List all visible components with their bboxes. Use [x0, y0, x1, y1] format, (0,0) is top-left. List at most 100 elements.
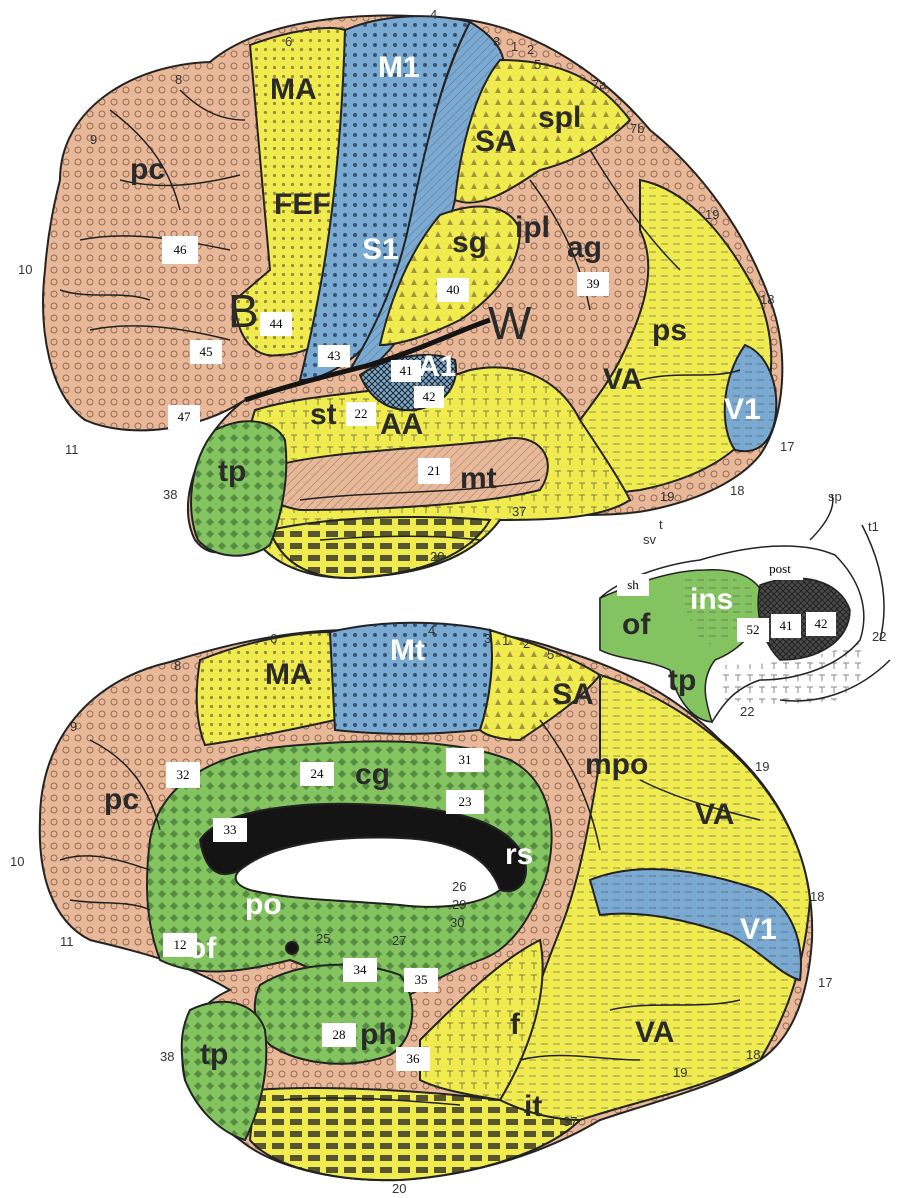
lateral-area-box: 22	[346, 402, 376, 426]
medial-region-label: MA	[265, 660, 312, 690]
lateral-region-label: W	[488, 300, 531, 346]
lateral-region-label: VA	[603, 365, 642, 395]
lateral-area-number: 11	[65, 443, 79, 456]
medial-area-number: 18	[810, 890, 824, 903]
medial-area-box: 35	[404, 968, 438, 992]
medial-area-number: 29	[452, 898, 466, 911]
lateral-area-number: 18	[760, 293, 774, 306]
lateral-area-number: 10	[18, 263, 32, 276]
lateral-area-box: 41	[391, 360, 421, 382]
lateral-area-box: 44	[260, 312, 292, 336]
medial-region-label: rs	[505, 840, 533, 870]
medial-region-label: it	[524, 1092, 542, 1122]
medial-region-label: VA	[635, 1018, 674, 1048]
lateral-region-label: A1	[418, 352, 456, 382]
lateral-area-number: 3	[493, 35, 500, 48]
lateral-region-label: st	[310, 400, 337, 430]
lateral-region-label: mt	[460, 464, 497, 494]
medial-region-label: tp	[200, 1040, 228, 1070]
lateral-region-label: S1	[362, 235, 399, 265]
lateral-area-number: 20	[430, 550, 444, 563]
lateral-region-label: MA	[270, 75, 317, 105]
medial-area-number: 17	[818, 976, 832, 989]
lateral-area-number: 2	[527, 43, 534, 56]
lateral-region-label: sg	[452, 228, 487, 258]
medial-area-box: 24	[300, 762, 334, 786]
insula-region-label: ins	[690, 585, 733, 615]
medial-area-number: 8	[174, 659, 181, 672]
medial-area-number: 7	[597, 673, 604, 686]
lateral-area-number: 38	[163, 488, 177, 501]
medial-area-number: 1	[502, 634, 509, 647]
medial-region-label: cg	[355, 760, 390, 790]
lateral-region-label: SA	[475, 127, 517, 157]
insula-sulcus-label: 22	[740, 705, 754, 718]
medial-region-label: po	[245, 890, 282, 920]
medial-area-number: 25	[316, 932, 330, 945]
lateral-area-box: 43	[318, 345, 350, 367]
medial-region-label: mpo	[585, 750, 648, 780]
lateral-area-number: 19	[660, 490, 674, 503]
lateral-area-number: 7b	[630, 122, 644, 135]
lateral-area-number: 19	[705, 208, 719, 221]
lateral-area-box: 39	[577, 272, 609, 296]
lateral-area-box: 21	[418, 458, 450, 484]
insula-area-box: post	[757, 558, 803, 580]
medial-area-number: 37	[563, 1115, 577, 1128]
medial-area-number: 2	[523, 637, 530, 650]
insula-region-label: tp	[668, 666, 696, 696]
medial-area-box: 36	[396, 1047, 430, 1071]
insula-sulcus-label: t	[659, 518, 663, 531]
medial-area-number: 11	[60, 935, 74, 948]
lateral-area-number: 9	[90, 133, 97, 146]
lateral-region-label: ag	[567, 233, 602, 263]
lateral-region-label: ipl	[515, 213, 550, 243]
insula-area-box: 42	[806, 612, 836, 636]
medial-area-number: 9	[70, 720, 77, 733]
insula-region-label: of	[622, 610, 650, 640]
medial-region-label: ph	[360, 1020, 397, 1050]
medial-area-box: 31	[446, 748, 484, 772]
lateral-area-box: 47	[168, 405, 200, 429]
lateral-area-number: 37	[512, 505, 526, 518]
medial-region-label: SA	[552, 680, 594, 710]
medial-area-number: 30	[450, 916, 464, 929]
medial-region-label: f	[510, 1010, 520, 1040]
medial-area-box: 12	[163, 933, 197, 957]
medial-area-box: 23	[446, 790, 484, 814]
lateral-region-label: spl	[538, 103, 581, 133]
lateral-area-number: 5	[534, 58, 541, 71]
medial-area-box: 33	[213, 818, 247, 842]
medial-area-number: 27	[392, 934, 406, 947]
insula-area-box: sh	[617, 574, 649, 596]
medial-area-number: 4	[428, 624, 435, 637]
insula-area-box: 41	[771, 614, 801, 638]
lateral-region-label: pc	[130, 155, 165, 185]
medial-region-label: VA	[695, 800, 734, 830]
medial-area-box: 28	[322, 1023, 356, 1047]
medial-area-box: 32	[166, 762, 200, 788]
medial-area-number: 38	[160, 1050, 174, 1063]
insula-sulcus-label: sv	[643, 533, 656, 546]
insula-sulcus-label: 22	[872, 630, 886, 643]
insula-sulcus-label: sp	[828, 490, 842, 503]
lateral-area-number: 6	[285, 35, 292, 48]
medial-area-box: 34	[343, 958, 377, 982]
lateral-area-box: 46	[162, 236, 198, 264]
medial-area-number: 5	[547, 648, 554, 661]
lateral-area-box: 40	[437, 278, 469, 302]
medial-area-number: 6	[270, 632, 277, 645]
lateral-region-label: AA	[380, 410, 423, 440]
medial-area-number: 10	[10, 855, 24, 868]
medial-area-number: 3	[484, 632, 491, 645]
medial-region-label: pc	[104, 785, 139, 815]
lateral-region-label: FEF	[274, 190, 331, 220]
lateral-area-box: 45	[190, 340, 222, 364]
insula-area-box: 52	[737, 618, 769, 642]
medial-area-number: 20	[392, 1182, 406, 1195]
lateral-region-label: M1	[378, 53, 420, 83]
lateral-area-number: 7a	[592, 78, 606, 91]
lateral-area-number: 17	[780, 440, 794, 453]
medial-region-label: V1	[740, 915, 777, 945]
